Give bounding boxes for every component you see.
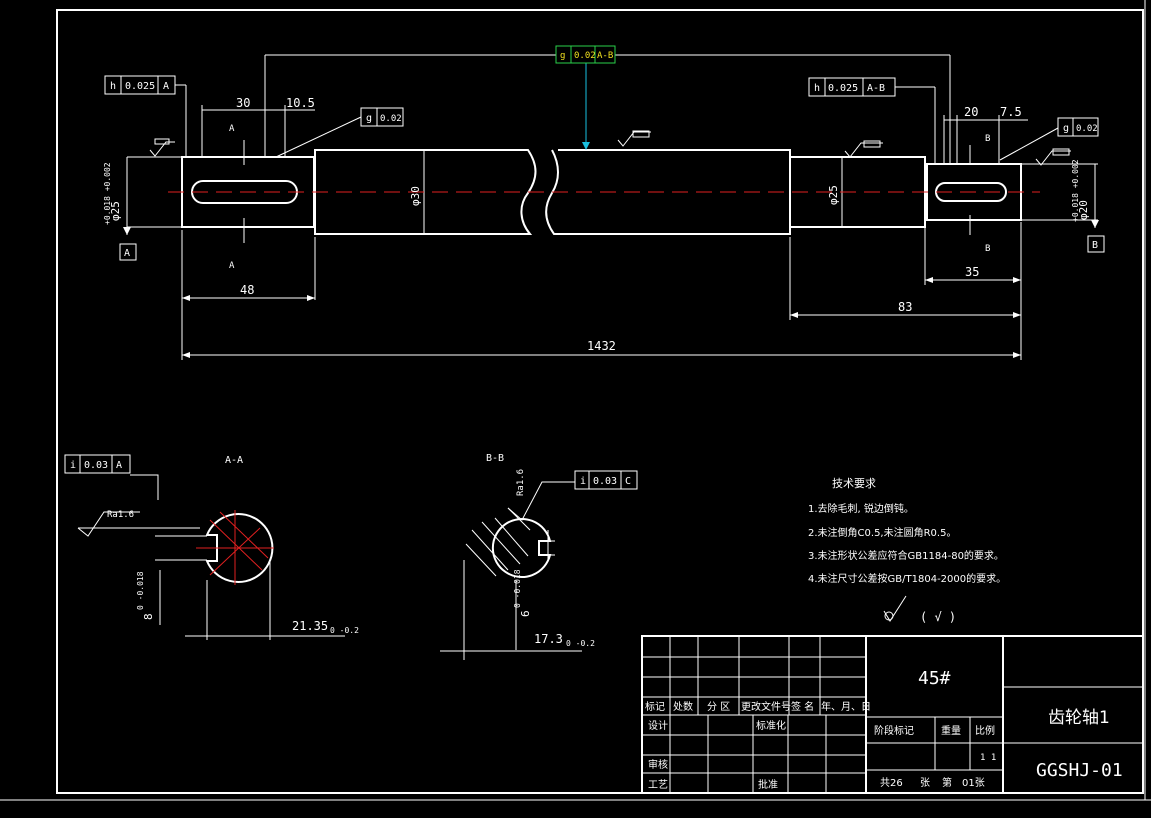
tb-scale-label: 比例 — [975, 724, 995, 737]
section-mark-a-top: A — [229, 124, 235, 134]
dim-1432: 1432 — [587, 339, 616, 353]
section-bb-title: B-B — [486, 453, 504, 464]
tb-approve: 批准 — [758, 778, 778, 791]
label-drawing-section_aa-fcf-symbol: i — [70, 460, 76, 471]
tb-standard: 标准化 — [756, 719, 786, 732]
tb-header-count: 处数 — [673, 700, 693, 713]
depth-aa: 21.35 — [292, 619, 328, 633]
depth-tol-aa: 0 -0.2 — [330, 626, 359, 635]
section-aa-title: A-A — [225, 455, 243, 466]
fcf-section-aa — [64, 454, 131, 474]
dim-dia-mid: φ30 — [409, 186, 422, 206]
roughness-bb: Ra1.6 — [516, 469, 526, 496]
label-drawing-section_aa-fcf-datum: A — [116, 460, 122, 471]
tb-check: 审核 — [648, 758, 668, 771]
tb-header-doc: 更改文件号 — [741, 700, 791, 713]
tech-req-item-4: 4.未注尺寸公差按GB/T1804-2000的要求。 — [808, 572, 1006, 585]
tb-header-sign: 签 名 — [791, 700, 814, 713]
dim-dia-right: φ20 — [1077, 200, 1090, 220]
tb-sheet-unit: 张 — [920, 777, 930, 789]
datum-b-label: B — [1092, 240, 1098, 251]
label-drawing-main_view-fcf_keys-center-value: 0.02 — [574, 51, 596, 61]
label-drawing-main_view-fcf_keys-right_runout-datum: A-B — [867, 83, 885, 94]
label-drawing-main_view-fcf_keys-center-symbol: g — [560, 51, 565, 61]
depth-tol-bb: 0 -0.2 — [566, 639, 595, 648]
tb-process: 工艺 — [648, 779, 668, 791]
tb-stage-label: 阶段标记 — [874, 724, 914, 737]
dim-dia-left-tol: +0.018 +0.002 — [103, 162, 112, 225]
section-mark-b-top: B — [985, 134, 990, 144]
dim-30: 30 — [236, 96, 250, 110]
dim-20: 20 — [964, 105, 978, 119]
label-drawing-main_view-fcf_keys-left_keyway_sym-symbol: g — [366, 113, 372, 124]
tb-scale-value: 1 1 — [980, 753, 996, 763]
tech-req-item-2: 2.未注倒角C0.5,未注圆角R0.5。 — [808, 526, 956, 539]
tech-req-item-1: 1.去除毛刺, 锐边倒钝。 — [808, 502, 914, 515]
label-drawing-main_view-fcf_keys-left_runout-datum: A — [163, 81, 169, 92]
label-drawing-main_view-fcf_keys-right_keyway_sym-symbol: g — [1063, 123, 1069, 134]
dim-83: 83 — [898, 300, 912, 314]
tb-sheet-no: 01张 — [962, 777, 985, 789]
fcf-right-keyway — [1057, 117, 1099, 137]
label-drawing-main_view-fcf_keys-center-datum: A-B — [597, 51, 613, 61]
keyway-width-bb: 6 — [519, 610, 532, 617]
datum-a-label: A — [124, 248, 130, 259]
keyway-tol-aa: 0 -0.018 — [136, 571, 145, 610]
dim-dia-mid2: φ25 — [827, 185, 840, 205]
dim-7-5: 7.5 — [1000, 105, 1022, 119]
fcf-left-runout — [104, 75, 176, 95]
keyway-tol-bb: 0 -0.018 — [513, 569, 522, 608]
fcf-right-runout — [808, 77, 896, 97]
keyway-width-aa: 8 — [142, 613, 155, 620]
label-drawing-section_bb-fcf-datum: C — [625, 476, 631, 487]
dim-dia-right-tol: +0.018 +0.002 — [1071, 159, 1080, 222]
label-drawing-section_bb-fcf-value: 0.03 — [593, 476, 617, 487]
label-drawing-main_view-fcf_keys-right_keyway_sym-value: 0.02 — [1076, 124, 1098, 134]
section-aa — [205, 513, 274, 583]
tb-drawing-no: GGSHJ-01 — [1036, 760, 1123, 781]
section-cut-marks — [243, 140, 971, 243]
label-drawing-main_view-fcf_keys-right_runout-value: 0.025 — [828, 83, 858, 94]
label-drawing-main_view-fcf_keys-right_runout-symbol: h — [814, 83, 820, 94]
section-mark-b-bottom: B — [985, 244, 990, 254]
tb-header-mark: 标记 — [645, 701, 665, 713]
title-block — [641, 635, 1144, 794]
tb-sheet-no-label: 第 — [942, 776, 952, 789]
label-drawing-main_view-fcf_keys-left_runout-value: 0.025 — [125, 81, 155, 92]
dim-35: 35 — [965, 265, 979, 279]
sheet-border — [0, 0, 1151, 801]
tech-req-item-3: 3.未注形状公差应符合GB1184-80的要求。 — [808, 549, 1004, 562]
tb-design: 设计 — [648, 719, 668, 732]
label-drawing-main_view-fcf_keys-left_runout-symbol: h — [110, 81, 116, 92]
tech-req-title: 技术要求 — [832, 477, 876, 490]
dim-dia-left: φ25 — [109, 201, 122, 221]
label-drawing-main_view-fcf_keys-left_keyway_sym-value: 0.02 — [380, 114, 402, 124]
dimension-lines — [126, 54, 1098, 360]
dim-10-5: 10.5 — [286, 96, 315, 110]
label-drawing-section_bb-fcf-symbol: i — [580, 476, 586, 487]
tb-sheet-total: 共26 — [880, 777, 903, 789]
general-roughness-symbol — [883, 595, 907, 622]
tb-part-name: 齿轮轴1 — [1048, 708, 1110, 728]
tb-weight-label: 重量 — [941, 724, 961, 737]
label-drawing-section_aa-fcf-value: 0.03 — [84, 460, 108, 471]
roughness-symbols-main — [149, 130, 1071, 166]
fcf-section-bb — [574, 470, 638, 490]
section-mark-a-bottom: A — [229, 261, 235, 271]
tb-header-date: 年、月、日 — [821, 700, 871, 713]
roughness-aa: Ra1.6 — [107, 510, 134, 520]
tb-header-zone: 分 区 — [707, 701, 730, 713]
fcf-left-keyway — [360, 107, 404, 127]
tb-material: 45# — [918, 668, 951, 689]
depth-bb: 17.3 — [534, 632, 563, 646]
fcf-center — [555, 45, 616, 64]
dim-48: 48 — [240, 283, 254, 297]
roughness-note: ( √ ) — [920, 610, 956, 624]
